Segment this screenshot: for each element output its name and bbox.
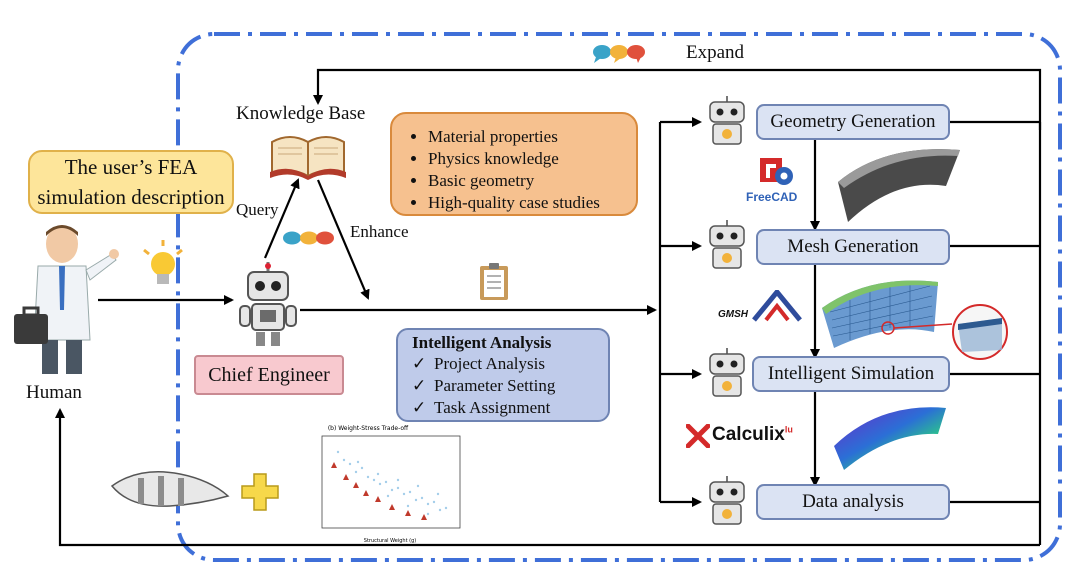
plus-icon <box>240 472 280 517</box>
checkmark-icon: ✓ <box>412 354 427 373</box>
analysis-title: Intelligent Analysis <box>412 333 552 352</box>
return-to-human-arrow <box>55 408 1040 547</box>
airfoil-wing-icon <box>110 464 230 529</box>
knowledge-base-label: Knowledge Base <box>236 103 366 124</box>
human-figure-icon <box>12 220 122 385</box>
user-description-line: simulation description <box>37 185 225 209</box>
query-label: Query <box>236 200 279 219</box>
wing-mesh-icon <box>820 272 1010 367</box>
mini-chart-points <box>336 450 448 516</box>
robot-icon <box>704 220 750 277</box>
query-arrow <box>263 178 300 259</box>
stage-geometry-generation: Geometry Generation <box>756 104 950 140</box>
open-book-icon <box>268 128 348 185</box>
mini-chart-xlabel: Structural Weight (g) <box>364 538 416 544</box>
enhance-label: Enhance <box>350 222 409 241</box>
analysis-item: Parameter Setting <box>434 376 556 395</box>
wing-simulation-icon <box>830 402 950 477</box>
mini-chart-title: (b) Weight-Stress Trade-off <box>328 425 409 432</box>
enhance-arrow <box>316 179 370 300</box>
freecad-logo-icon <box>752 156 798 195</box>
workflow-boundary <box>176 32 1062 562</box>
robot-icon <box>704 476 750 533</box>
knowledge-item: High-quality case studies <box>428 192 626 214</box>
chief-engineer-box: Chief Engineer <box>194 355 344 395</box>
intelligent-analysis-box: Intelligent Analysis ✓ Project Analysis ✓… <box>396 328 610 422</box>
knowledge-item: Material properties <box>428 126 626 148</box>
expand-arrow <box>313 68 1042 130</box>
chat-bubbles-icon <box>282 229 336 254</box>
weight-stress-chart: (b) Weight-Stress Trade-off Structural W… <box>298 422 468 557</box>
checkmark-icon: ✓ <box>412 376 427 395</box>
stage-mesh-generation: Mesh Generation <box>756 229 950 265</box>
stage-intelligent-simulation: Intelligent Simulation <box>752 356 950 392</box>
analysis-item: Project Analysis <box>434 354 545 373</box>
gmsh-label: GMSH <box>718 309 748 320</box>
lightbulb-icon <box>140 240 186 297</box>
stage-data-analysis: Data analysis <box>756 484 950 520</box>
freecad-label: FreeCAD <box>746 190 798 204</box>
wing-geometry-icon <box>834 142 964 229</box>
knowledge-item: Physics knowledge <box>428 148 626 170</box>
analysis-item: Task Assignment <box>434 398 551 417</box>
user-description-line: The user’s FEA <box>64 155 198 179</box>
knowledge-item: Basic geometry <box>428 170 626 192</box>
calculix-logo-icon <box>685 423 711 453</box>
user-description-box: The user’s FEA simulation description <box>28 150 234 214</box>
expand-label: Expand <box>686 42 745 63</box>
checkmark-icon: ✓ <box>412 398 427 417</box>
human-label: Human <box>26 382 82 403</box>
robot-icon <box>238 262 298 353</box>
clipboard-icon <box>478 262 510 307</box>
chat-bubbles-icon <box>592 42 648 69</box>
gmsh-logo-icon <box>752 288 802 327</box>
robot-icon <box>704 96 750 153</box>
calculix-label: Calculixlu <box>712 424 793 445</box>
robot-icon <box>704 348 750 405</box>
knowledge-items-box: Material properties Physics knowledge Ba… <box>390 112 638 216</box>
mini-chart-pareto <box>331 462 427 520</box>
